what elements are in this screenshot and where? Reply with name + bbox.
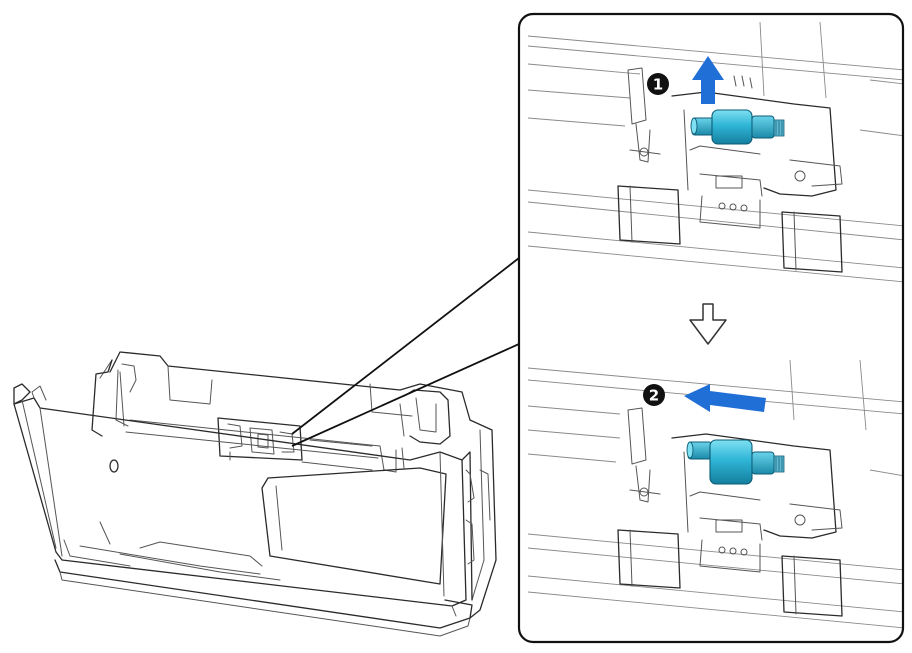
up-arrow-icon <box>692 56 724 104</box>
svg-text:1: 1 <box>653 76 663 94</box>
left-arrow-icon <box>684 384 766 412</box>
detail-step-2: 2 <box>527 359 903 629</box>
zoom-callout-lines <box>291 257 520 447</box>
detail-step-1: 1 <box>527 21 903 283</box>
scanner-illustration <box>13 351 497 637</box>
roller-icon <box>690 109 785 145</box>
down-outline-arrow-icon <box>689 303 727 345</box>
zoom-panel-border <box>517 12 905 644</box>
zoom-panel: 1 <box>517 12 905 644</box>
svg-text:2: 2 <box>649 387 659 405</box>
roller-icon <box>686 439 785 485</box>
step-badge-1: 1 <box>647 73 669 95</box>
step-badge-2: 2 <box>643 384 665 406</box>
